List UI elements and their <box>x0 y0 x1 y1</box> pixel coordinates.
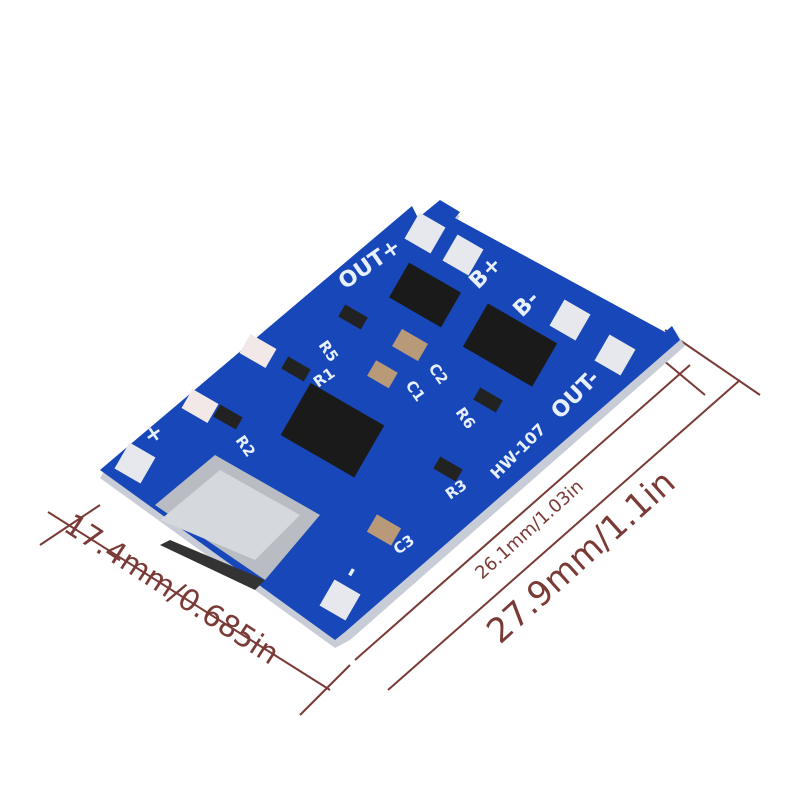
pads <box>114 212 636 621</box>
outer-length-dimension-line <box>387 379 741 691</box>
width-dimension-line <box>47 511 331 691</box>
micro-usb-connector <box>155 455 320 590</box>
dimension-lines <box>39 329 761 716</box>
chips <box>280 262 558 478</box>
smd-components <box>181 304 503 546</box>
pcb-board: OUT+ B+ B- OUT- HW-107 + - R5 R1 C2 C1 R… <box>100 200 685 648</box>
led <box>181 388 219 424</box>
led <box>239 333 277 369</box>
inner-length-dimension-line <box>354 364 691 661</box>
